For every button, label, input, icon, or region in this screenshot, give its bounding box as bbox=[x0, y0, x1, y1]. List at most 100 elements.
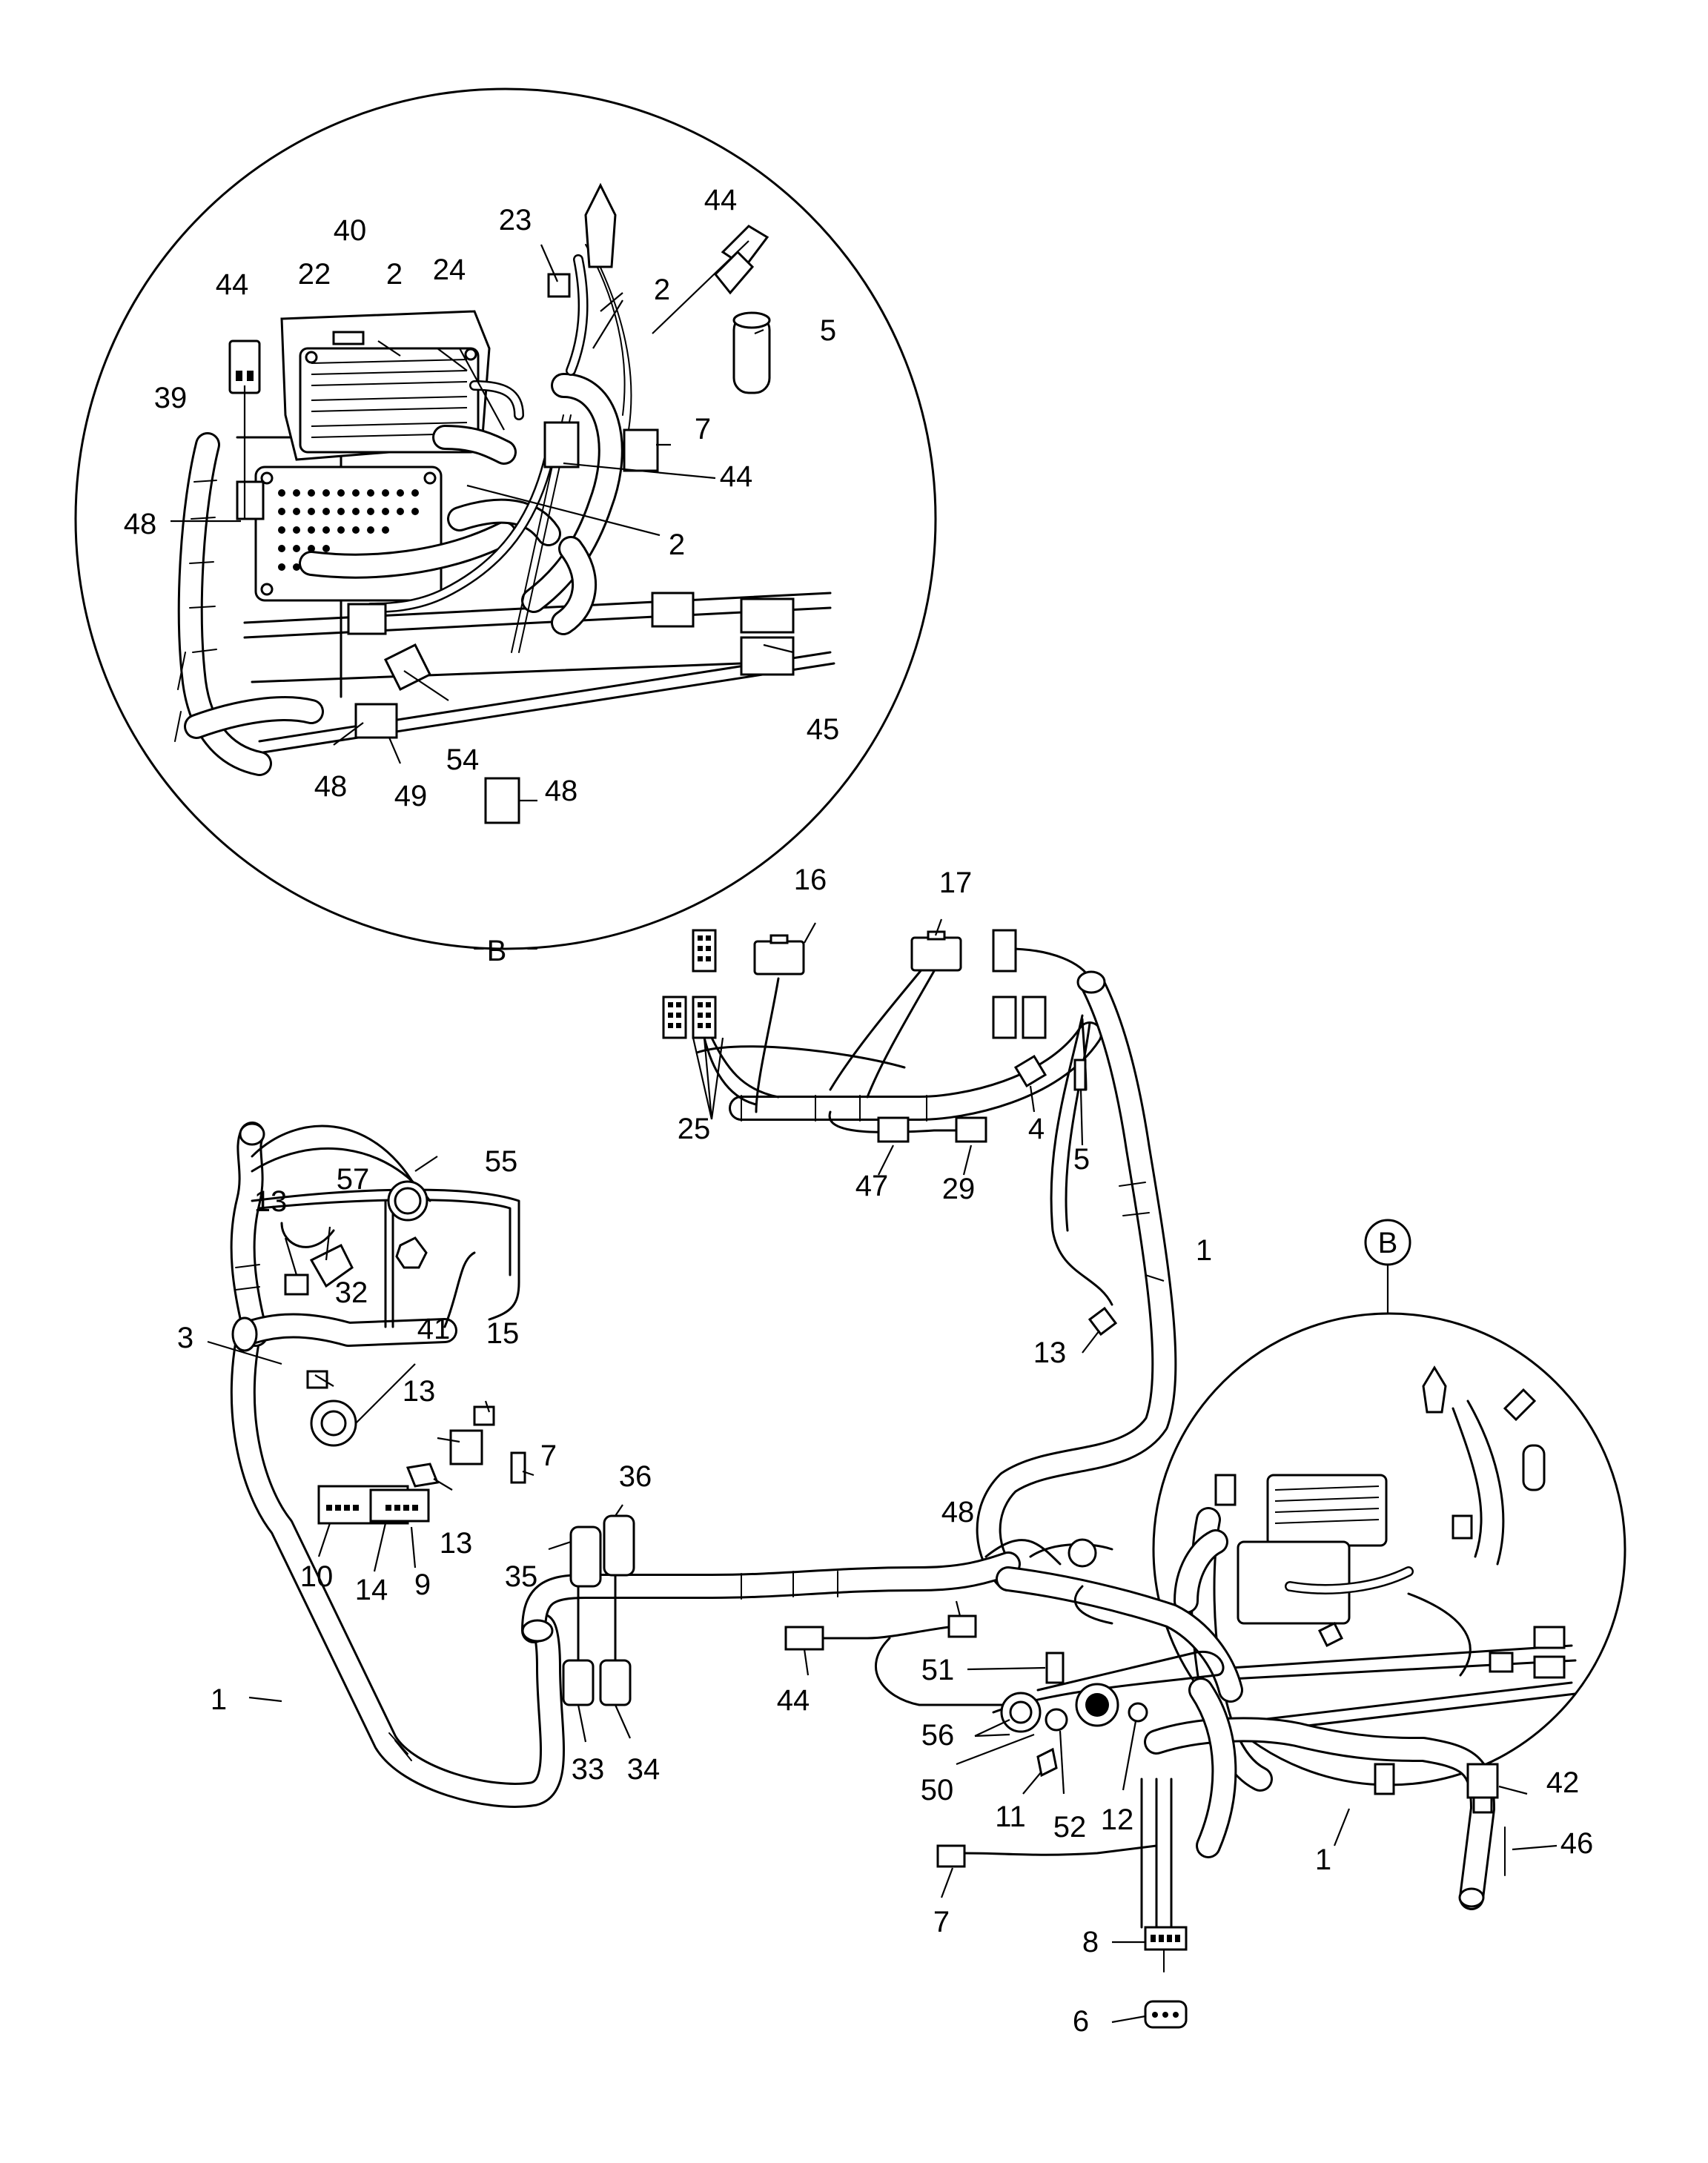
connector-4 bbox=[1013, 1054, 1047, 1088]
callout-50: 50 bbox=[921, 1774, 954, 1806]
callout-8: 8 bbox=[1082, 1926, 1099, 1958]
harness-1-right-trunk bbox=[976, 973, 1177, 1591]
callout-44: 44 bbox=[720, 460, 753, 493]
callout-45: 45 bbox=[807, 713, 840, 746]
callout-29: 29 bbox=[942, 1173, 976, 1205]
connector-25-b bbox=[662, 996, 687, 1039]
detail-leaders bbox=[171, 240, 794, 802]
callout-1: 1 bbox=[211, 1683, 227, 1716]
connector-25-c bbox=[692, 996, 717, 1039]
connector-mid-left bbox=[347, 603, 387, 635]
callout-1: 1 bbox=[1196, 1234, 1212, 1267]
connector-44-top bbox=[228, 339, 261, 394]
connector-45-upper bbox=[740, 597, 795, 634]
callout-44: 44 bbox=[216, 268, 249, 301]
connector-44-lower bbox=[784, 1626, 824, 1651]
connector-36 bbox=[603, 1514, 635, 1577]
connector-29 bbox=[955, 1116, 987, 1143]
detail-ecu-upper bbox=[280, 310, 524, 461]
connector-7 bbox=[623, 428, 659, 472]
connector-17 bbox=[910, 936, 962, 972]
callout-22: 22 bbox=[298, 258, 331, 291]
callout-34: 34 bbox=[627, 1753, 661, 1786]
callout-36: 36 bbox=[619, 1460, 652, 1493]
callout-51: 51 bbox=[921, 1654, 955, 1686]
callout-7: 7 bbox=[933, 1906, 950, 1938]
callout-33: 33 bbox=[572, 1753, 605, 1786]
callout-48: 48 bbox=[941, 1496, 975, 1528]
callout-6: 6 bbox=[1073, 2005, 1089, 2038]
connector-34 bbox=[599, 1659, 632, 1706]
detail-view-label: B bbox=[487, 935, 507, 967]
callout-24: 24 bbox=[433, 254, 466, 286]
callout-12: 12 bbox=[1101, 1803, 1134, 1836]
connector-44-lower bbox=[651, 592, 695, 628]
connector-7-left bbox=[510, 1451, 526, 1484]
callout-7: 7 bbox=[540, 1440, 557, 1472]
detail-connectors bbox=[228, 182, 795, 824]
component-52 bbox=[1045, 1708, 1068, 1732]
callout-40: 40 bbox=[334, 214, 367, 247]
callout-52: 52 bbox=[1053, 1811, 1087, 1844]
callout-labels: 44 23 40 22 2 24 2 5 44 39 7 44 48 2 45 … bbox=[124, 184, 1594, 2038]
locator-marker-label: B bbox=[1378, 1227, 1398, 1259]
connector-13-ecu bbox=[406, 1463, 440, 1488]
callout-57: 57 bbox=[337, 1163, 370, 1196]
connector-33 bbox=[562, 1659, 595, 1706]
callout-16: 16 bbox=[794, 864, 827, 896]
connector-54 bbox=[383, 643, 432, 692]
callout-44: 44 bbox=[704, 184, 738, 216]
connector-25-a bbox=[692, 929, 717, 973]
callout-9: 9 bbox=[414, 1569, 431, 1601]
detail-harness-left bbox=[174, 432, 324, 776]
connector-23-top bbox=[584, 182, 617, 268]
callout-49: 49 bbox=[394, 780, 428, 812]
component-51 bbox=[1045, 1652, 1065, 1684]
callout-4: 4 bbox=[1028, 1113, 1045, 1145]
connector-16 bbox=[753, 940, 805, 975]
callout-17: 17 bbox=[939, 867, 973, 899]
callout-11: 11 bbox=[995, 1801, 1026, 1833]
detail-view-b: B bbox=[74, 87, 937, 967]
callout-23: 23 bbox=[499, 204, 532, 236]
callout-54: 54 bbox=[446, 743, 480, 776]
nut-55 bbox=[395, 1236, 428, 1269]
left-harness-group bbox=[207, 1122, 1039, 1808]
callout-32: 32 bbox=[335, 1276, 368, 1309]
callout-2: 2 bbox=[386, 258, 403, 291]
connector-35 bbox=[569, 1526, 602, 1588]
callout-15: 15 bbox=[486, 1317, 520, 1350]
callout-55: 55 bbox=[485, 1145, 518, 1178]
connector-top-right-b bbox=[992, 996, 1017, 1039]
connector-5 bbox=[1073, 1059, 1087, 1091]
callout-42: 42 bbox=[1546, 1766, 1580, 1799]
callout-10: 10 bbox=[300, 1560, 334, 1593]
callout-48: 48 bbox=[545, 775, 578, 807]
connector-49 bbox=[354, 703, 398, 739]
connector-57 bbox=[309, 1243, 354, 1288]
callout-47: 47 bbox=[855, 1170, 889, 1202]
callout-41: 41 bbox=[417, 1313, 451, 1345]
callout-25: 25 bbox=[678, 1113, 711, 1145]
callout-46: 46 bbox=[1560, 1827, 1594, 1860]
detail-circle-b bbox=[74, 87, 937, 950]
callout-13: 13 bbox=[440, 1527, 473, 1560]
callout-48: 48 bbox=[314, 770, 348, 803]
connector-7-bottom bbox=[936, 1844, 966, 1868]
connector-23 bbox=[547, 273, 571, 298]
callout-44: 44 bbox=[777, 1684, 810, 1717]
connector-13-left bbox=[284, 1273, 309, 1296]
callout-5: 5 bbox=[820, 314, 836, 347]
connector-top-right-c bbox=[1022, 996, 1047, 1039]
right-bottom-assembly bbox=[936, 1529, 1558, 2029]
connector-13-mid bbox=[449, 1429, 483, 1465]
connector-13-trunk bbox=[1088, 1306, 1118, 1336]
callout-56: 56 bbox=[921, 1719, 955, 1752]
callout-7: 7 bbox=[695, 413, 711, 445]
component-11 bbox=[1036, 1747, 1058, 1778]
callout-13: 13 bbox=[254, 1185, 288, 1218]
connector-44-mid bbox=[543, 421, 580, 468]
callout-35: 35 bbox=[505, 1560, 538, 1593]
connector-48-left bbox=[236, 480, 265, 520]
